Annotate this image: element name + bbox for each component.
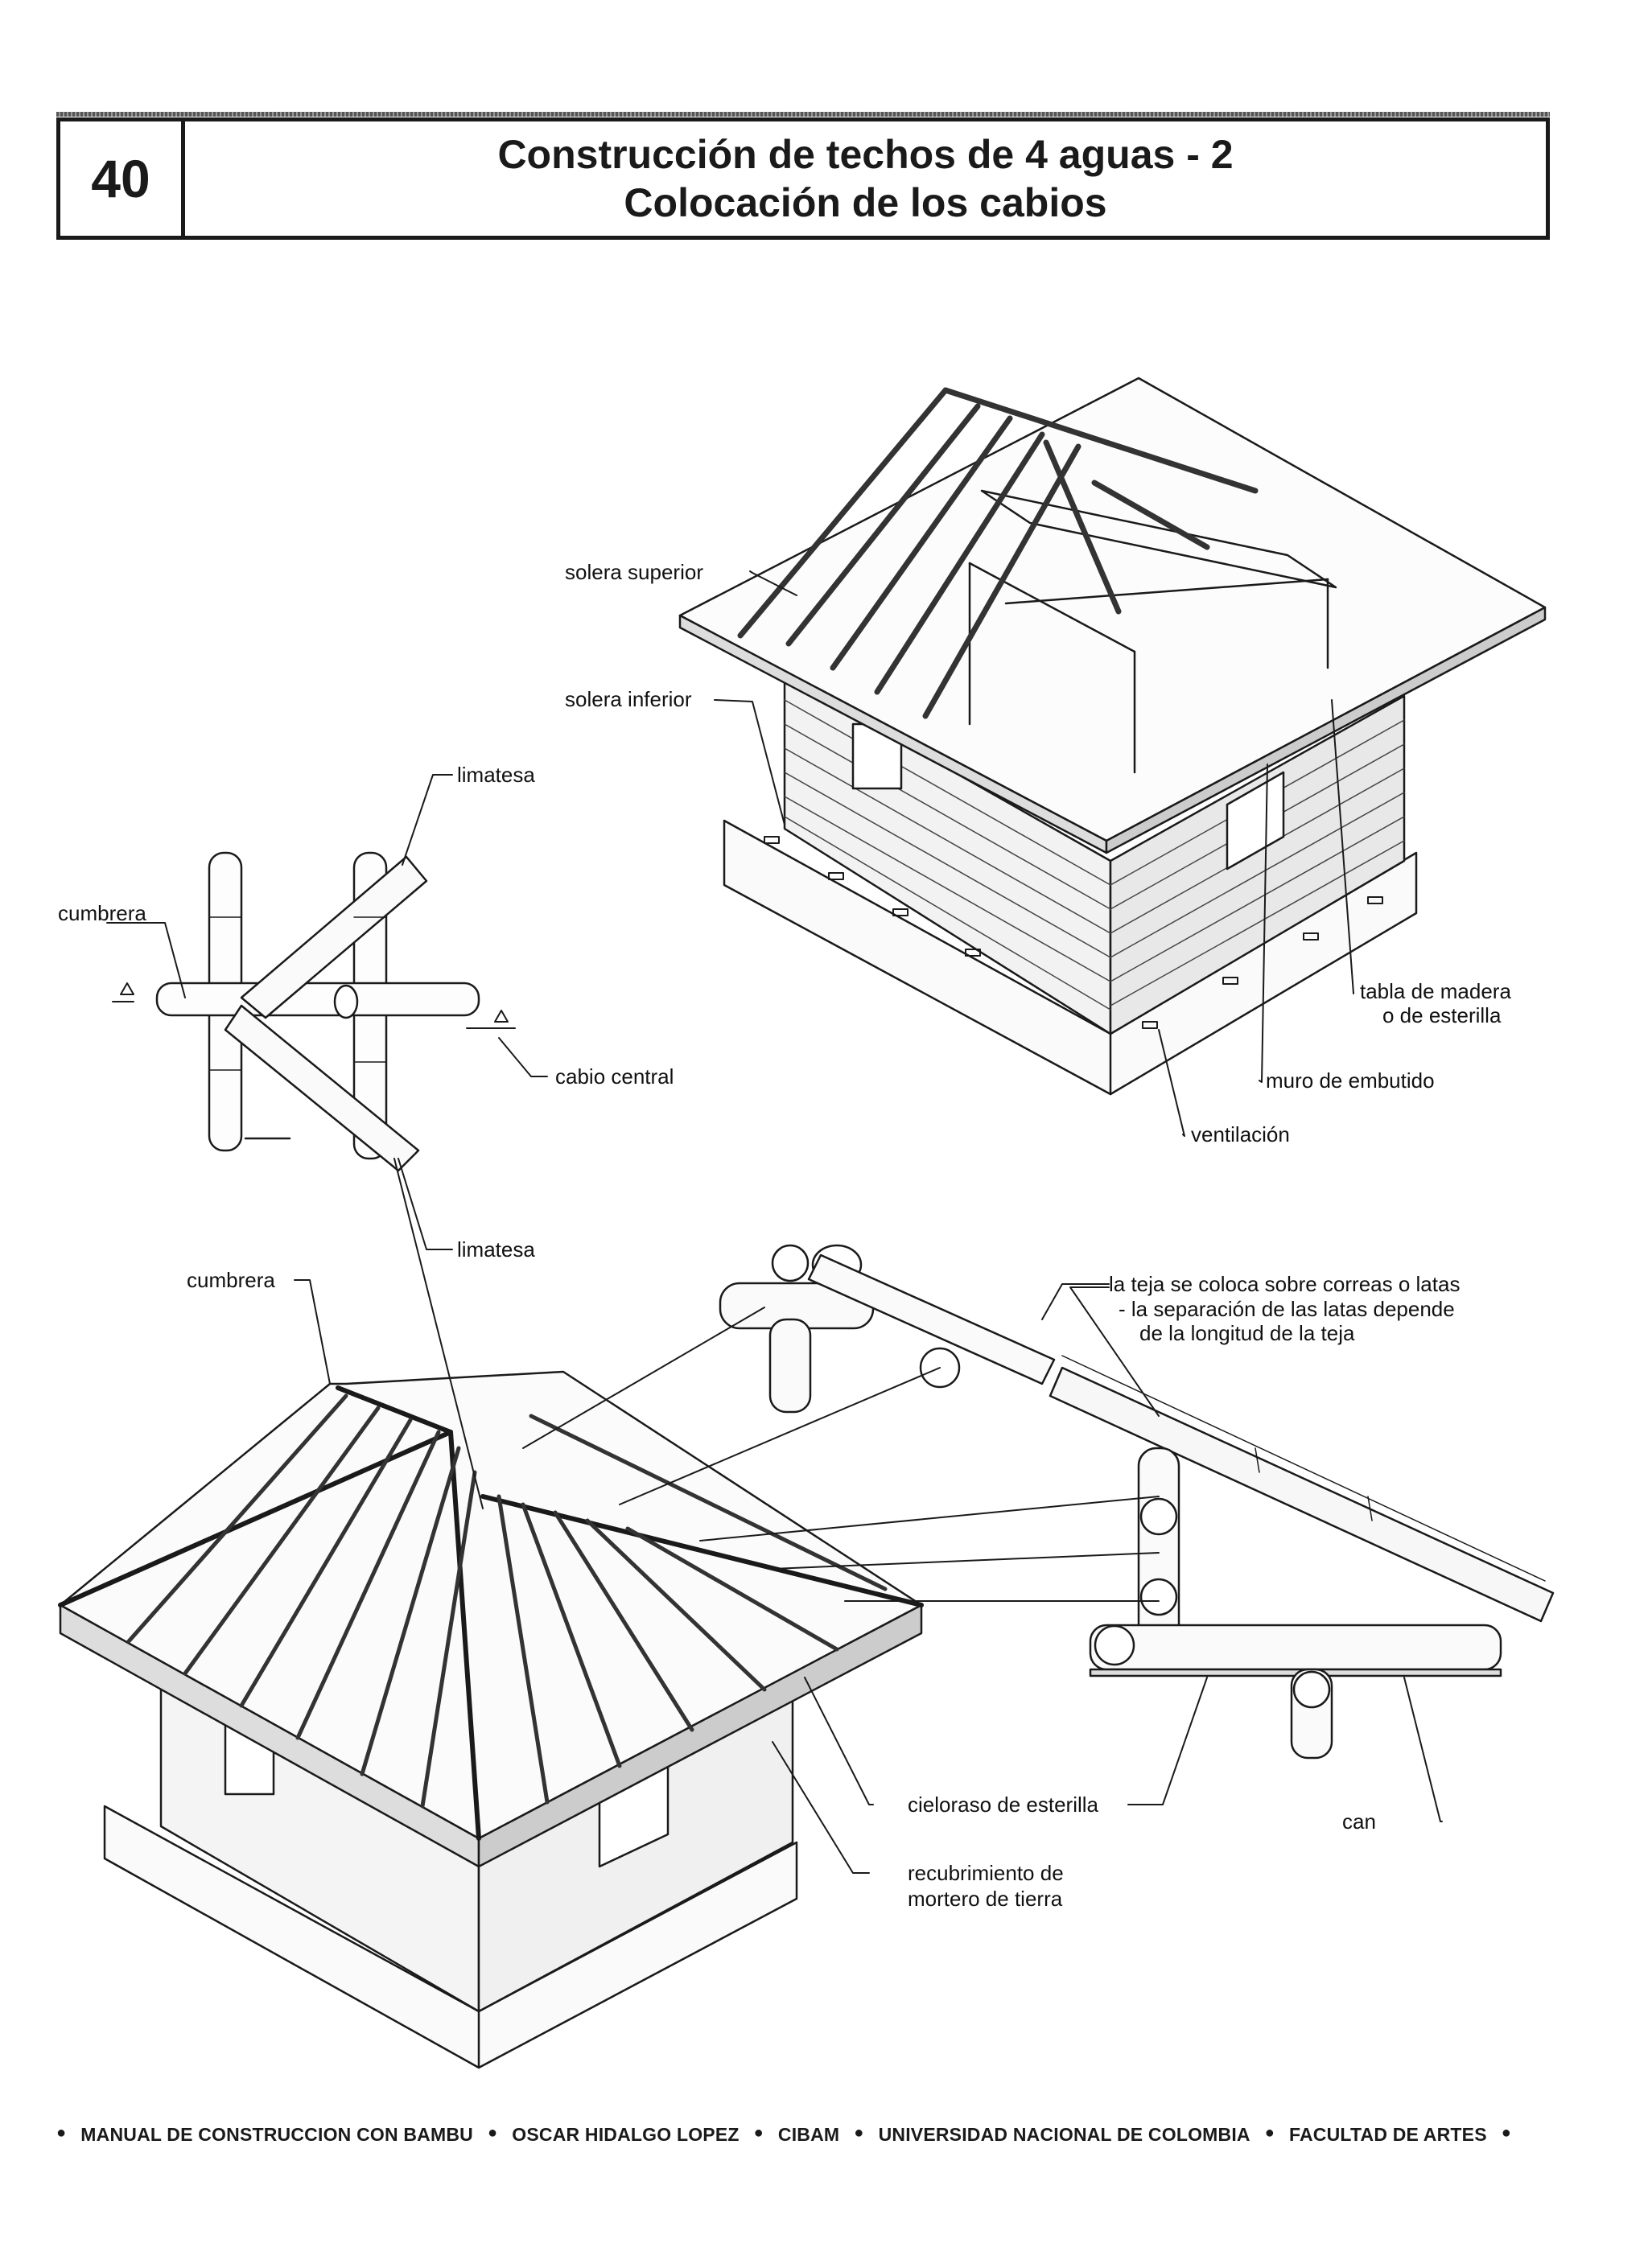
page-title: Construcción de techos de 4 aguas - 2 Co… [185, 121, 1546, 236]
label-teja-line1: la teja se coloca sobre correas o latas [1109, 1272, 1461, 1296]
page-header: 40 Construcción de techos de 4 aguas - 2… [56, 112, 1550, 240]
label-ventilacion: ventilación [1191, 1122, 1290, 1146]
page-number: 40 [60, 121, 185, 236]
house-bottom-illustration [58, 1370, 924, 2069]
label-teja-line2: - la separación de las latas depende [1119, 1297, 1455, 1321]
page-footer: ● MANUAL DE CONSTRUCCION CON BAMBU ● OSC… [56, 2124, 1585, 2146]
label-can: can [1342, 1809, 1376, 1834]
label-recubrimiento-line2: mortero de tierra [908, 1887, 1063, 1911]
title-line-2: Colocación de los cabios [624, 180, 1107, 225]
label-tabla-madera-line2: o de esterilla [1382, 1003, 1502, 1027]
title-line-1: Construcción de techos de 4 aguas - 2 [497, 132, 1234, 177]
bullet-icon: ● [56, 2124, 67, 2142]
label-cumbrera-top: cumbrera [58, 901, 146, 925]
house-top-illustration [678, 377, 1547, 1096]
label-solera-superior: solera superior [565, 560, 703, 584]
footer-item: FACULTAD DE ARTES [1289, 2124, 1487, 2145]
bullet-icon: ● [753, 2124, 764, 2142]
label-cieloraso: cieloraso de esterilla [908, 1793, 1099, 1817]
footer-item: OSCAR HIDALGO LOPEZ [512, 2124, 740, 2145]
footer-item: CIBAM [777, 2124, 840, 2145]
label-teja-line3: de la longitud de la teja [1139, 1321, 1355, 1345]
label-muro-embutido: muro de embutido [1266, 1068, 1435, 1093]
bullet-icon: ● [1264, 2124, 1275, 2142]
label-solera-inferior: solera inferior [565, 687, 692, 711]
label-tabla-madera-line1: tabla de madera [1360, 979, 1511, 1003]
bullet-icon: ● [1501, 2124, 1512, 2142]
bullet-icon: ● [854, 2124, 864, 2142]
label-limatesa-mid: limatesa [457, 1237, 535, 1262]
bullet-icon: ● [487, 2124, 498, 2142]
label-limatesa-top: limatesa [457, 763, 535, 787]
joint-detail-illustration [112, 851, 516, 1172]
footer-item: MANUAL DE CONSTRUCCION CON BAMBU [80, 2124, 473, 2145]
label-cumbrera-mid: cumbrera [187, 1268, 275, 1292]
label-recubrimiento-line1: recubrimiento de [908, 1861, 1064, 1885]
label-cabio-central: cabio central [555, 1064, 674, 1089]
footer-item: UNIVERSIDAD NACIONAL DE COLOMBIA [878, 2124, 1250, 2145]
section-detail-illustration [719, 1244, 1555, 1760]
leader-lines [106, 570, 1443, 1874]
